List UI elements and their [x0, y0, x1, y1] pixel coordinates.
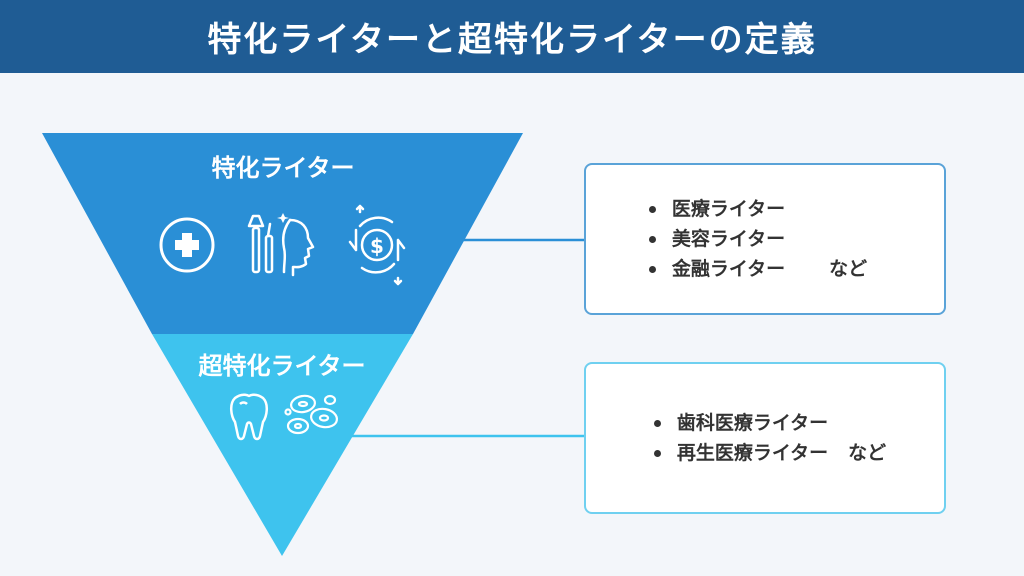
list-suffix: など: [829, 258, 868, 280]
cells-icon: [284, 394, 338, 435]
bullet-icon: [648, 235, 656, 243]
bullet-icon: [653, 419, 661, 427]
bullet-icon: [648, 205, 656, 213]
list-item: 歯科医療ライター: [653, 408, 886, 438]
finance-dollar-icon: $: [348, 204, 406, 286]
specialized-examples-list: 医療ライター 美容ライター 金融ライターなど: [648, 194, 868, 284]
list-item: 金融ライターなど: [648, 254, 868, 284]
specialized-tier-shape: [42, 133, 523, 334]
specialized-examples-box: 医療ライター 美容ライター 金融ライターなど: [584, 163, 946, 315]
super-specialized-examples-list: 歯科医療ライター 再生医療ライターなど: [653, 408, 887, 468]
list-item: 美容ライター: [648, 224, 867, 254]
tooth-icon: [230, 393, 268, 441]
beauty-face-icon: [247, 213, 315, 277]
page-title: 特化ライターと超特化ライターの定義: [0, 0, 1024, 73]
list-item: 医療ライター: [648, 194, 867, 224]
super-specialized-tier-shape: [152, 334, 413, 556]
svg-text:$: $: [370, 234, 384, 258]
list-suffix: など: [848, 442, 887, 464]
bullet-icon: [648, 265, 656, 273]
bullet-icon: [653, 449, 661, 457]
super-specialized-examples-box: 歯科医療ライター 再生医療ライターなど: [584, 362, 946, 514]
super-specialized-tier-label: 超特化ライター: [198, 352, 366, 380]
specialized-tier-label: 特化ライター: [211, 154, 355, 182]
medical-cross-icon: [159, 217, 215, 273]
list-item: 再生医療ライターなど: [653, 438, 887, 468]
